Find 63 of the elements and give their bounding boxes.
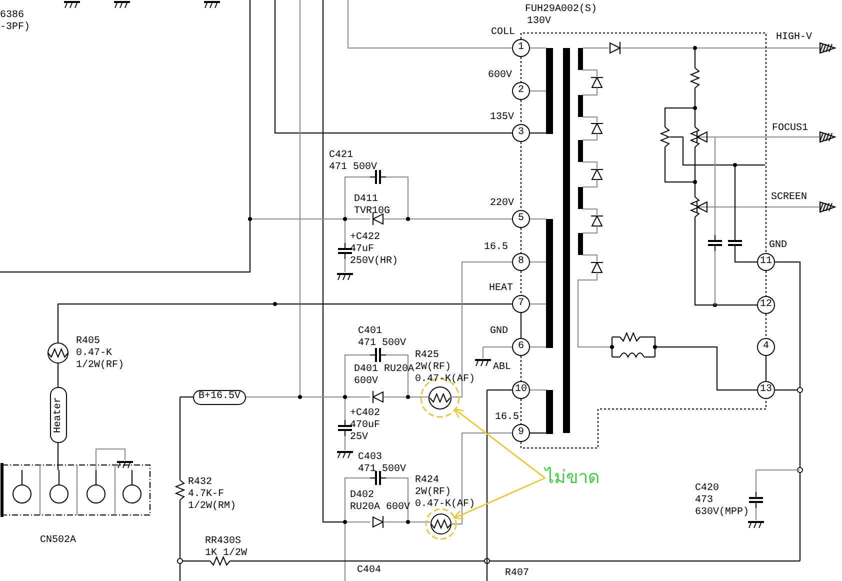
component-label: C420 473 630V(MPP) <box>695 483 750 519</box>
dotted-line <box>520 142 522 210</box>
annotation-arrow <box>453 477 546 520</box>
annotation-arrow <box>454 408 546 479</box>
part-label: FUH29A002(S) <box>525 4 598 16</box>
component-label: C404 <box>357 565 382 577</box>
component-label: R407 <box>505 568 530 580</box>
pin-number: 6 <box>512 338 530 356</box>
component-label: R424 2W(RF) 0.47-K(AF) <box>415 475 476 511</box>
pin-number: 11 <box>757 253 775 271</box>
pin-number: 4 <box>757 338 775 356</box>
wire <box>520 312 522 338</box>
pin-number: 2 <box>512 82 530 100</box>
pin-voltage-label: 16.5 <box>484 242 508 254</box>
pin-number: 8 <box>512 253 530 271</box>
pin-label: ABL <box>493 362 512 374</box>
pin-number: 5 <box>512 210 530 228</box>
dotted-line <box>520 398 766 448</box>
net-label: B+16.5V <box>193 390 246 405</box>
dotted-line <box>520 270 522 296</box>
pin-voltage-label: 600V <box>488 70 512 82</box>
component-label: +C422 47uF 250V(HR) <box>350 232 398 268</box>
pin-voltage-label: 135V <box>490 112 514 124</box>
dotted-line <box>520 356 522 382</box>
component-label: RU20A 600V <box>350 502 410 514</box>
component-label: D401 RU20A 600V <box>354 364 414 388</box>
pin-number: 7 <box>512 295 530 313</box>
component-label: C401 471 500V <box>358 326 406 350</box>
component-label: R425 2W(RF) 0.47-K(AF) <box>415 350 476 386</box>
pin-voltage-label: 16.5 <box>495 412 520 424</box>
component-label: D411 TVR10G <box>354 194 390 218</box>
pin-voltage-label: 130V <box>527 16 552 28</box>
signal-label: FOCUS1 <box>772 123 808 135</box>
pin-number: 10 <box>512 381 530 399</box>
pin-number: 3 <box>512 124 530 142</box>
component-label: R432 4.7K-F 1/2W(RM) <box>188 477 236 513</box>
connector-label: CN502A <box>40 535 76 547</box>
dotted-line <box>520 56 522 82</box>
annotation-text: ไม่ขาด <box>545 466 600 490</box>
dotted-line <box>520 100 522 124</box>
component-label: RR430S 1K 1/2W <box>205 536 248 560</box>
signal-label: HIGH-V <box>776 32 812 44</box>
pin-voltage-label: COLL <box>491 27 516 39</box>
highlight-circle <box>425 508 457 540</box>
component-label: C403 471 500V <box>358 452 406 476</box>
heater-label: Heater <box>50 387 67 443</box>
pin-number: 1 <box>512 39 530 57</box>
component-label: +C402 470uF 25V <box>350 408 380 444</box>
dotted-line <box>520 398 522 424</box>
pin-voltage-label: 220V <box>490 198 514 210</box>
pin-number: 9 <box>512 424 530 442</box>
dotted-line <box>520 32 766 254</box>
dotted-line <box>520 228 522 254</box>
pin-voltage-label: GND <box>769 240 788 252</box>
signal-label: SCREEN <box>771 192 808 204</box>
pin-voltage-label: GND <box>490 326 508 338</box>
component-label: R405 0.47-K 1/2W(RF) <box>76 336 124 372</box>
pin-number: 13 <box>757 381 775 399</box>
component-label: D402 <box>350 490 374 502</box>
part-label: 6386 -3PF) <box>0 10 30 34</box>
component-label: C421 471 500V <box>329 150 378 174</box>
pin-number: 12 <box>757 296 775 314</box>
pin-voltage-label: HEAT <box>489 283 514 295</box>
